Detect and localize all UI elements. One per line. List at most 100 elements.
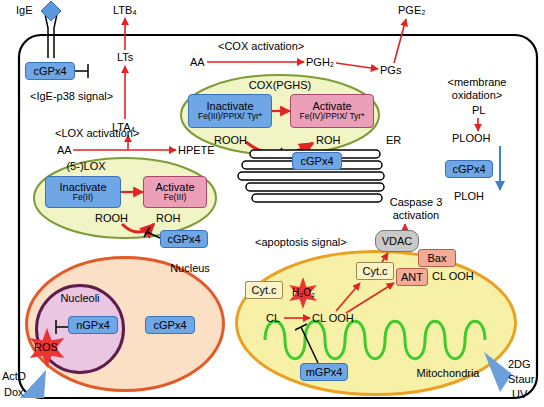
node-title: Inactivate [59,181,106,193]
product-label: HPETE [178,144,215,157]
product-label: PLOH [454,190,484,203]
node-title: Mitochondria [403,367,493,380]
protein-box: Cyt.c [245,281,283,299]
protein-box: Cyt.c [356,262,394,280]
cell-membrane [19,35,537,398]
peroxide-arrow [122,224,154,232]
signal-arrow [404,224,406,231]
nucleus: NucleusNucleolinGPx4cGPx4 [25,256,225,392]
pathway-heading: <membrane oxidation> [440,76,514,101]
state-box: InactivateFe(III)/PPIX/ Tyr* [188,94,272,128]
alcohol-label: ROH [316,134,340,147]
release-arrow [346,283,394,313]
inhibition-bar [276,148,282,158]
outline-ellipse [237,252,516,395]
reaction-arrow [73,149,176,151]
alcohol-label: ROH [156,212,180,225]
er-band [252,194,382,202]
er-band [250,150,380,158]
reaction-arrow [394,19,406,63]
organelle-label: ER [386,134,401,147]
stimulus-wedge [484,352,512,392]
stimulus-label: UV [512,388,527,401]
node-title: cGPx4 [452,163,485,175]
stimulus-label: 2DG [508,358,531,371]
lipid-label: CL OOH [432,270,474,283]
release-arrow [336,283,360,311]
lipid-label: CL OOH [312,312,354,325]
node-title: Activate [312,100,351,112]
enzyme-complex: COX(PGHS)InactivateFe(III)/PPIX/ Tyr*Act… [180,74,380,156]
protein-box: ANT [396,268,428,286]
enzyme-box: nGPx4 [68,316,118,334]
product-label: LTB₄ [113,4,137,17]
product-label: PGH₂ [306,56,334,69]
outline-ellipse [34,158,216,238]
substrate-label: AA [57,144,72,157]
outline-ellipse [181,75,379,155]
inhibition-line [56,326,68,328]
reaction-arrow [124,18,126,50]
node-detail: Fe(III) [164,193,187,203]
enzyme-box: cGPx4 [25,62,75,80]
substrate-label: PL [472,104,485,117]
node-title: Cyt.c [362,265,387,277]
node-title: cGPx4 [167,233,200,245]
product-label: LTs [117,51,133,64]
state-box: InactivateFe(II) [45,176,121,208]
antibody-arm [45,14,48,58]
pathway-heading: <COX activation> [218,40,304,53]
inhibition-bar [87,64,89,78]
drug-label: ActD [2,370,26,383]
peroxide-arrow [246,142,313,154]
product-label: PGs [380,64,401,77]
ros-star [289,277,317,309]
peroxide-label: ROOH [214,134,247,147]
reaction-arrow [336,63,378,69]
ros-label: H₂O₂ [290,287,317,299]
inhibition-line [301,327,318,363]
node-title: nGPx4 [76,319,110,331]
ros-label: ROS [34,341,58,354]
nucleolus: Nucleoli nGPx4 [35,284,125,374]
node-title: VDAC [382,235,413,247]
antibody-label: IgE [16,4,33,17]
protein-box: Bax [418,249,456,267]
node-title: cGPx4 [33,65,66,77]
stimulus-label: Staur [508,373,534,386]
inhibition-line [75,70,88,72]
enzyme-box: cGPx4 [160,230,208,248]
lipid-label: CL [266,312,280,325]
activation-arrow [272,110,290,112]
enzyme-box: cGPx4 [145,316,195,334]
node-title: Nucleoli [50,292,110,305]
inhibition-bar [295,324,307,330]
node-title: (5-)LOX [51,160,121,173]
inhibition-line [147,232,160,238]
enzyme-box: cGPx4 [292,152,342,170]
er-band [242,161,382,169]
reaction-arrow [124,66,126,119]
release-arrow [382,253,388,262]
enzyme-box: cGPx4 [445,160,493,178]
node-title: Bax [428,252,447,264]
node-title: ANT [401,271,423,283]
er-band [246,183,384,191]
reduction-arrow [499,146,501,190]
cristae [265,321,485,359]
ros-star [30,328,65,368]
node-title: cGPx4 [153,319,186,331]
node-title: Activate [155,181,194,193]
node-detail: Fe(II) [73,193,93,203]
product-label: PGE₂ [398,4,426,17]
drug-label: Dox [4,386,24,399]
inhibition-bar [144,227,150,237]
outline-ellipse [27,258,224,391]
state-box: ActivateFe(IV)/PPIX/ Tyr* [290,94,374,128]
node-detail: Fe(III)/PPIX/ Tyr* [198,112,262,122]
node-title: Inactivate [206,100,253,112]
inhibition-bar [55,320,57,334]
node-title: Cyt.c [251,284,276,296]
